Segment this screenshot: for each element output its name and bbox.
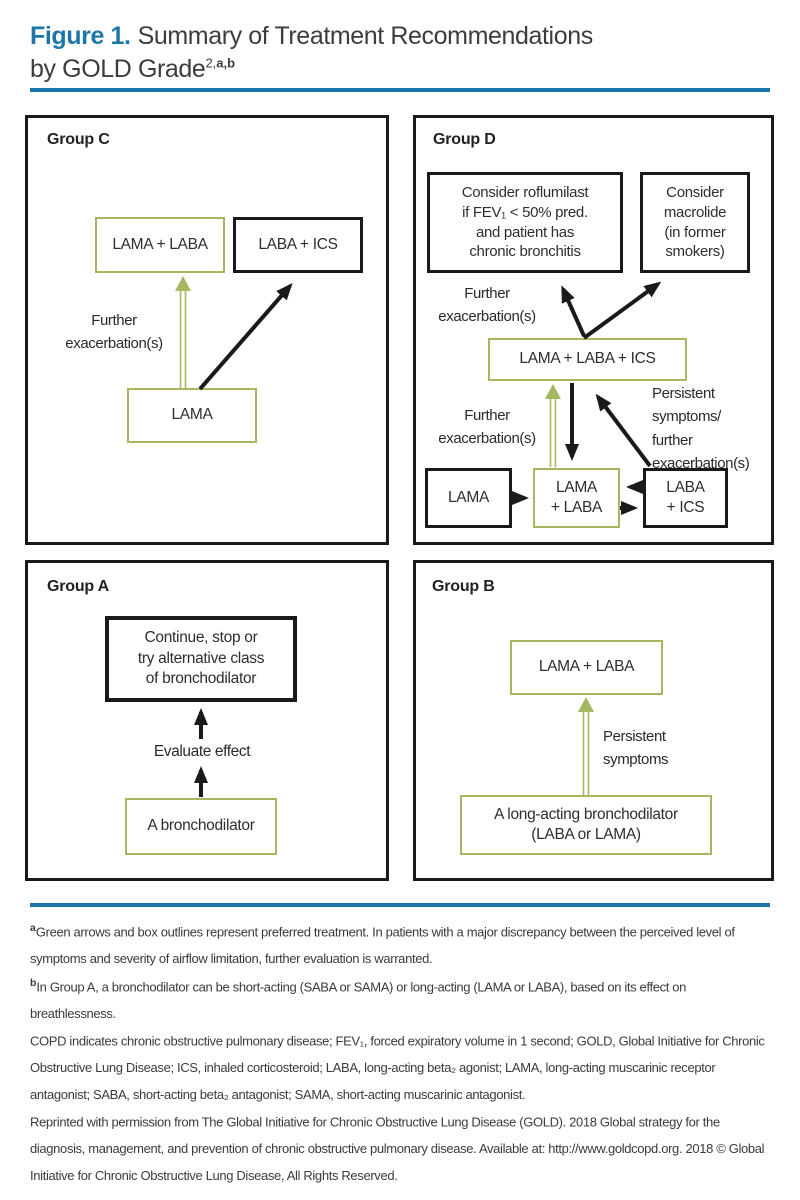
panel-label-group-c: Group C bbox=[47, 131, 110, 148]
footnote-b-text: In Group A, a bronchodilator can be shor… bbox=[30, 978, 687, 1021]
footnotes-block: aGreen arrows and box outlines represent… bbox=[30, 918, 771, 1190]
box-group-d-lama: LAMA bbox=[425, 468, 512, 528]
figure-label: Figure 1. bbox=[30, 22, 131, 50]
footnote-b: bIn Group A, a bronchodilator can be sho… bbox=[30, 973, 771, 1028]
box-group-d-lama-laba: LAMA + LABA bbox=[533, 468, 620, 528]
label-group-b-persistent-symptoms: Persistent symptoms bbox=[603, 728, 669, 768]
footnote-reprint: Reprinted with permission from The Globa… bbox=[30, 1108, 771, 1189]
panel-group-b: Group B LAMA + LABA Persistent symptoms … bbox=[413, 560, 774, 881]
bottom-divider-rule bbox=[30, 903, 770, 907]
footnote-abbreviations: COPD indicates chronic obstructive pulmo… bbox=[30, 1027, 771, 1108]
panel-group-c: Group C LAMA + LABA LABA + ICS LAMA Furt… bbox=[25, 115, 389, 545]
panel-label-group-d: Group D bbox=[433, 131, 496, 148]
box-group-a-bronchodilator: A bronchodilator bbox=[125, 798, 277, 855]
box-group-c-laba-ics: LABA + ICS bbox=[233, 217, 363, 273]
box-group-c-lama: LAMA bbox=[127, 388, 257, 443]
top-divider-rule bbox=[30, 88, 770, 92]
box-group-d-roflumilast: Consider roflumilast if FEV₁ < 50% pred.… bbox=[427, 172, 623, 273]
box-group-c-lama-laba: LAMA + LABA bbox=[95, 217, 225, 273]
box-group-d-macrolide: Consider macrolide (in former smokers) bbox=[640, 172, 750, 273]
box-group-b-lama-laba: LAMA + LABA bbox=[510, 640, 663, 695]
figure-title: Figure 1.Summary of Treatment Recommenda… bbox=[30, 20, 593, 85]
panel-group-a: Group A Continue, stop or try alternativ… bbox=[25, 560, 389, 881]
superscript-reference: 2, bbox=[205, 55, 217, 71]
label-group-c-further-exacerbations: Further exacerbation(s) bbox=[65, 312, 163, 352]
figure-title-line2: by GOLD Grade bbox=[30, 54, 206, 83]
label-group-a-evaluate-effect: Evaluate effect bbox=[153, 743, 251, 760]
box-group-a-continue-stop: Continue, stop or try alternative class … bbox=[105, 616, 297, 702]
footnote-a-text: Green arrows and box outlines represent … bbox=[30, 924, 735, 966]
panel-label-group-a: Group A bbox=[47, 578, 109, 595]
panel-group-d: Group D Consider roflumilast if FEV₁ < 5… bbox=[413, 115, 774, 545]
footnote-a-marker: a bbox=[30, 922, 36, 934]
figure-title-line1: Summary of Treatment Recommendations bbox=[137, 22, 594, 50]
superscript-notes: a,b bbox=[216, 55, 236, 71]
box-group-d-laba-ics: LABA + ICS bbox=[643, 468, 728, 528]
label-group-d-further-exacerbations-top: Further exacerbation(s) bbox=[438, 285, 536, 325]
panel-label-group-b: Group B bbox=[432, 578, 495, 595]
footnote-abbreviations-text: COPD indicates chronic obstructive pulmo… bbox=[30, 1033, 765, 1102]
label-group-d-persistent-symptoms: Persistent symptoms/ further exacerbatio… bbox=[652, 385, 750, 472]
label-group-d-further-exacerbations-bottom: Further exacerbation(s) bbox=[438, 407, 536, 447]
footnote-a: aGreen arrows and box outlines represent… bbox=[30, 918, 771, 973]
footnote-b-marker: b bbox=[30, 976, 37, 989]
box-group-b-long-acting-bronchodilator: A long-acting bronchodilator (LABA or LA… bbox=[460, 795, 712, 855]
figure-title-superscript: 2,a,b bbox=[205, 55, 235, 70]
footnote-reprint-text: Reprinted with permission from The Globa… bbox=[30, 1114, 765, 1184]
box-group-d-lama-laba-ics: LAMA + LABA + ICS bbox=[488, 338, 687, 381]
